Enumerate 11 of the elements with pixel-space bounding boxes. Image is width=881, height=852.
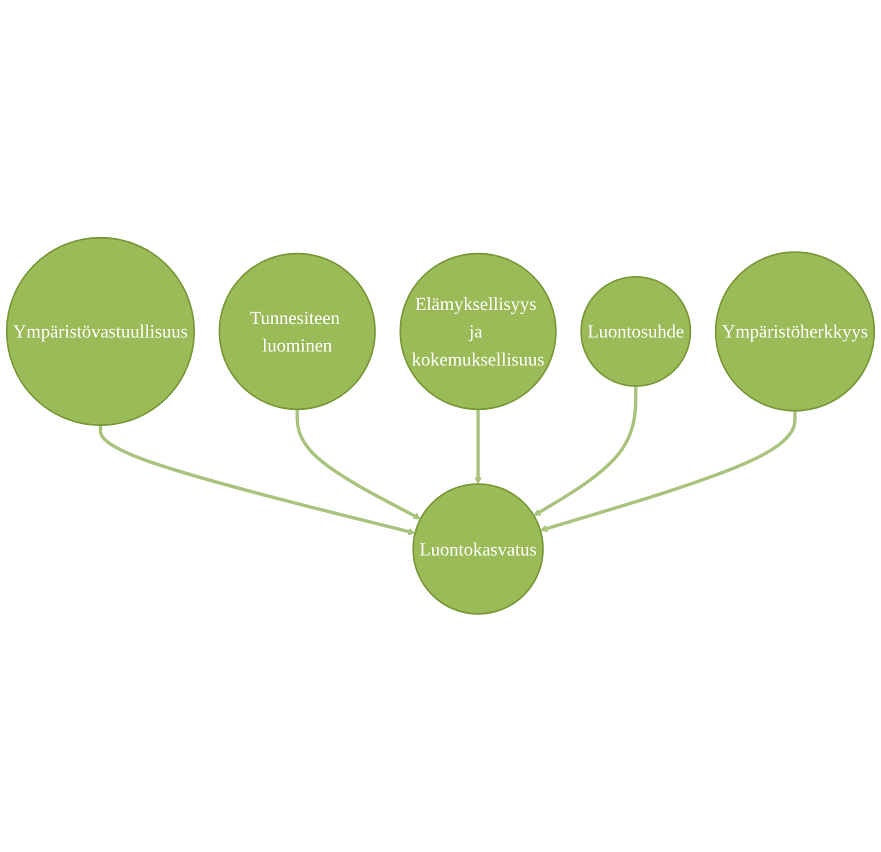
arrow [98,425,416,536]
arrow [540,410,797,532]
node-circle: Ympäristöherkkyys [714,252,876,412]
node-circle: Ympäristövastuullisuus [6,237,195,426]
arrow [533,386,638,516]
node-circle: Luontosuhde [580,276,692,388]
arrow [296,409,421,520]
node-circle: Elämyksellisyys ja kokemuksellisuus [399,252,557,410]
node-circle: Luontokasvatus [412,483,544,615]
node-circle: Tunnesiteen luominen [218,252,376,410]
arrow [474,409,482,485]
